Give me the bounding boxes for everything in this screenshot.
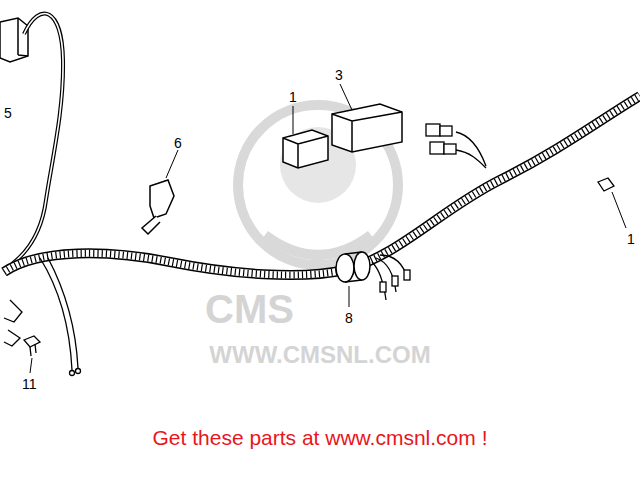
high-tension-lead: [12, 13, 63, 264]
callout-number: 1: [627, 232, 635, 246]
callout-number: 8: [345, 311, 353, 325]
cdi-unit: [332, 104, 402, 152]
callout-number: 1: [289, 90, 297, 104]
harness-clamp: [336, 252, 370, 282]
relay-unit: [283, 130, 328, 168]
plug-cap: [142, 180, 174, 234]
watermark-text: CMS: [205, 289, 294, 329]
callout-number: 3: [335, 68, 343, 82]
caption: Get these parts at www.cmsnl.com !: [153, 427, 488, 448]
callout-number: 5: [4, 106, 12, 120]
harness-connectors: [426, 124, 486, 168]
callout-number: 11: [22, 377, 37, 391]
left-branch-wires: [4, 258, 81, 376]
branch-wires: [372, 255, 410, 300]
bolt: [24, 336, 40, 356]
small-bracket: [598, 178, 614, 191]
watermark-text: WWW.CMSNL.COM: [209, 343, 430, 367]
callout-number: 6: [174, 136, 182, 150]
wire-harness: [4, 96, 640, 275]
ignition-coil: [0, 18, 28, 62]
